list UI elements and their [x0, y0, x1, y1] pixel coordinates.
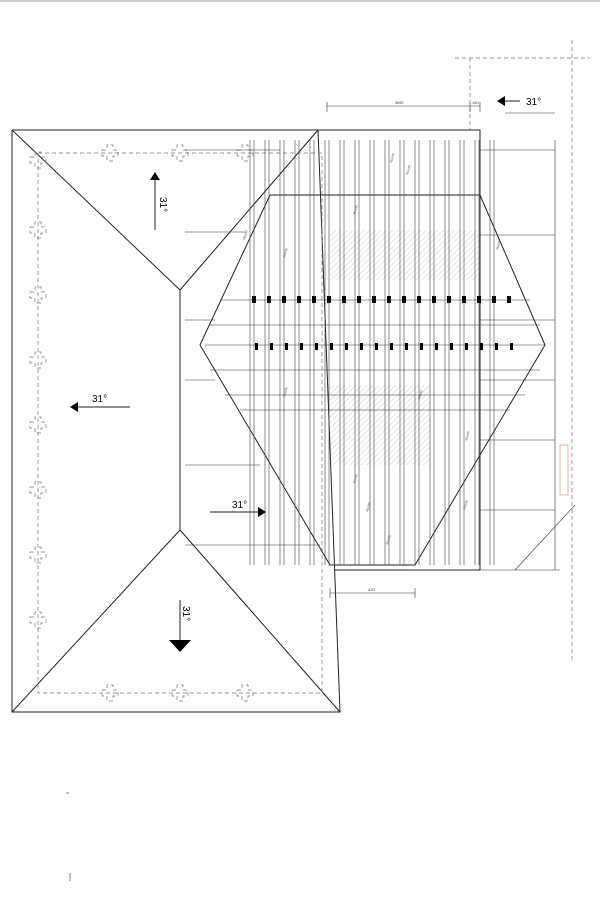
member-size-note: 45x195	[495, 239, 501, 250]
connector-mark	[255, 343, 258, 350]
post-marker	[29, 221, 47, 239]
connector-mark	[435, 343, 438, 350]
connector-mark	[375, 343, 378, 350]
connector-mark	[270, 343, 273, 350]
connector-mark	[450, 343, 453, 350]
triangle-arrow-icon	[150, 172, 160, 180]
connector-mark	[465, 343, 468, 350]
extension-lines	[455, 40, 590, 660]
member-size-note: 45x195	[282, 247, 288, 258]
connector-mark	[420, 343, 423, 350]
wall-outline-dashed	[37, 152, 323, 694]
slope-marker-mid-center: 31°	[210, 500, 266, 517]
connector-mark	[492, 296, 496, 303]
connector-mark	[342, 296, 346, 303]
post-marker	[101, 684, 119, 702]
connector-mark	[252, 296, 256, 303]
connector-mark	[300, 343, 303, 350]
dimension-top-large: 3667	[395, 100, 405, 105]
connector-marks	[252, 296, 513, 350]
member-size-note: 45x195	[352, 473, 358, 484]
slope-marker-upper-left: 31°	[150, 172, 168, 230]
member-size-note: 45x195	[365, 501, 371, 512]
connector-mark	[282, 296, 286, 303]
connector-mark	[330, 343, 333, 350]
framing-outline	[199, 129, 546, 571]
slope-label-mid-left: 31°	[92, 394, 107, 405]
connector-mark	[360, 343, 363, 350]
member-size-note: 45x195	[352, 204, 358, 215]
hip-roof-outline	[11, 129, 341, 713]
connector-mark	[432, 296, 436, 303]
dimension-bottom-value: 420	[368, 587, 375, 592]
post-marker	[29, 481, 47, 499]
connector-mark	[390, 343, 393, 350]
slope-marker-lower-center: 31°	[169, 600, 191, 652]
connector-mark	[405, 343, 408, 350]
post-marker	[29, 151, 47, 169]
dimension-top-small: 150	[472, 100, 479, 105]
post-marker	[29, 416, 47, 434]
connector-mark	[357, 296, 361, 303]
triangle-arrow-icon	[258, 507, 266, 517]
post-marker	[29, 286, 47, 304]
post-marker	[29, 351, 47, 369]
connector-mark	[402, 296, 406, 303]
slope-label-top-right: 31°	[526, 97, 541, 108]
slope-label-upper-left: 31°	[157, 197, 168, 212]
member-size-note: 45x195	[462, 499, 468, 510]
connector-mark	[480, 343, 483, 350]
member-size-note: 45x195	[417, 389, 423, 400]
slope-marker-top-right: 31°	[497, 96, 555, 114]
connector-mark	[417, 296, 421, 303]
slope-marker-mid-left: 31°	[70, 394, 130, 412]
member-size-note: 45x195	[464, 430, 470, 441]
connector-mark	[297, 296, 301, 303]
connector-mark	[267, 296, 271, 303]
connector-mark	[315, 343, 318, 350]
rafter-group	[249, 140, 495, 565]
member-size-note: 45x195	[389, 152, 395, 163]
triangle-arrow-icon	[497, 96, 505, 106]
triangle-arrow-icon	[70, 402, 78, 412]
connector-mark	[387, 296, 391, 303]
connector-mark	[462, 296, 466, 303]
dimension-bottom: 420	[329, 587, 416, 598]
post-marker	[101, 144, 119, 162]
stray-marks	[66, 792, 71, 881]
triangle-arrow-icon	[169, 640, 191, 652]
member-size-note: 45x195	[385, 534, 391, 545]
post-marker	[171, 144, 189, 162]
slope-label-lower-center: 31°	[180, 606, 191, 621]
connector-mark	[345, 343, 348, 350]
hatched-zone-top	[330, 230, 480, 280]
connector-mark	[477, 296, 481, 303]
connector-mark	[507, 296, 511, 303]
right-framing	[185, 140, 576, 571]
post-markers	[29, 144, 254, 702]
post-marker	[236, 684, 254, 702]
post-marker	[236, 144, 254, 162]
connector-mark	[327, 296, 331, 303]
post-marker	[29, 611, 47, 629]
connector-mark	[495, 343, 498, 350]
member-size-note: 45x195	[405, 164, 411, 175]
connector-mark	[312, 296, 316, 303]
connector-mark	[372, 296, 376, 303]
member-size-note: 45x195	[242, 229, 248, 240]
slope-label-mid-center: 31°	[232, 500, 247, 511]
connector-mark	[285, 343, 288, 350]
connector-mark	[447, 296, 451, 303]
member-size-note: 45x195	[282, 386, 288, 397]
post-marker	[29, 546, 47, 564]
dimension-top: 3667 150	[326, 100, 481, 112]
post-marker	[171, 684, 189, 702]
connector-mark	[510, 343, 513, 350]
hatched-zone-bottom	[330, 385, 430, 465]
member-annotations: 45x195 45x195 45x195 45x195 45x195 45x195 45x1…	[242, 152, 501, 545]
